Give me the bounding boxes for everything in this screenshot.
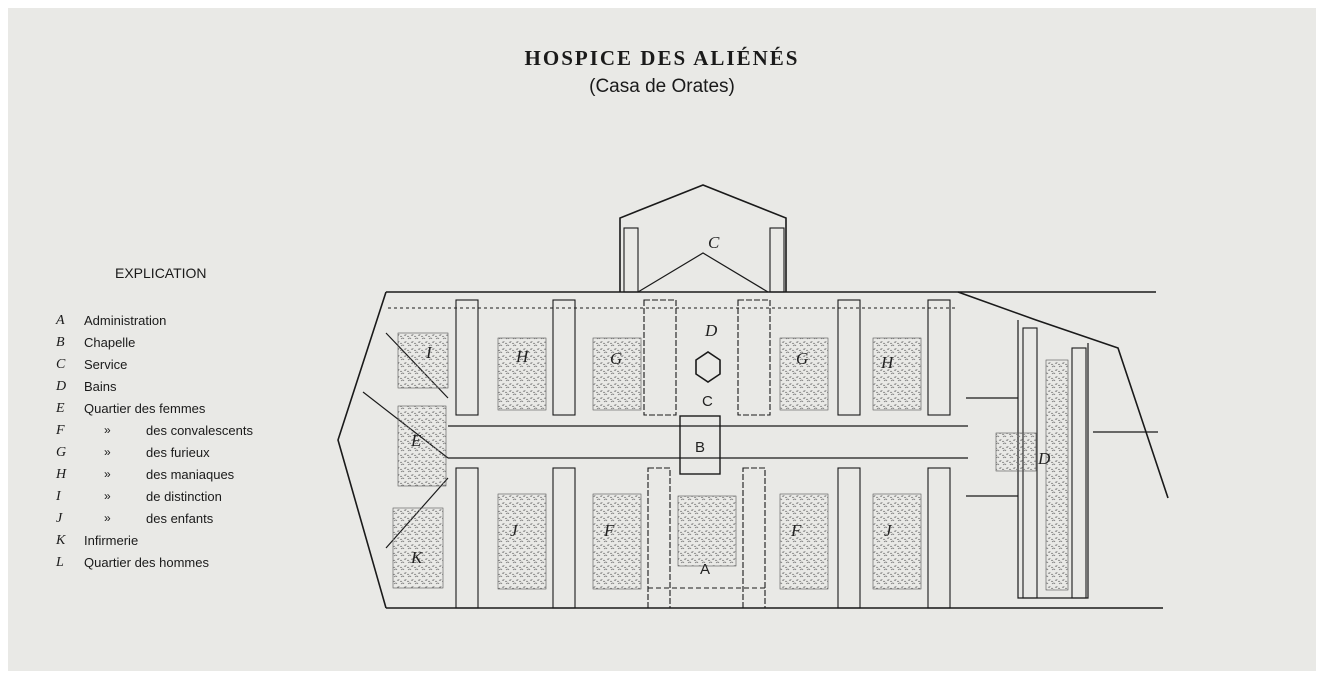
legend-letter: C bbox=[56, 357, 66, 372]
legend-ditto-mark: » bbox=[104, 445, 111, 459]
courtyards bbox=[392, 332, 1069, 591]
wings bbox=[455, 227, 1087, 609]
legend-ditto-mark: » bbox=[104, 511, 111, 525]
plan-label-chapel-wing: C bbox=[708, 233, 720, 252]
legend-letter: F bbox=[56, 423, 65, 438]
legend-letter: D bbox=[56, 379, 67, 394]
legend-letter: J bbox=[56, 511, 63, 526]
legend-label: Chapelle bbox=[84, 335, 136, 350]
legend-letter: E bbox=[56, 401, 65, 416]
legend-ditto-mark: » bbox=[104, 467, 111, 481]
legend-letter: H bbox=[56, 467, 67, 482]
legend-label: des convalescents bbox=[146, 423, 253, 438]
legend-label: des maniaques bbox=[146, 467, 235, 482]
legend-ditto-mark: » bbox=[104, 423, 111, 437]
legend-letter: A bbox=[56, 313, 65, 328]
legend-label: Quartier des hommes bbox=[84, 555, 209, 570]
plan-label-court-lower-2: F bbox=[603, 521, 615, 540]
legend-label: Administration bbox=[84, 313, 167, 328]
plan-label-court-upper-1: I bbox=[425, 343, 433, 362]
plan-label-east-baths: D bbox=[1037, 449, 1051, 468]
plan-labels: C D C B A I H G G H J F F J E K D bbox=[410, 233, 1051, 578]
plan-label-court-upper-4: G bbox=[796, 349, 808, 368]
legend-ditto-mark: » bbox=[104, 489, 111, 503]
plan-label-west-court: E bbox=[410, 431, 422, 450]
plan-label-chapel: B bbox=[695, 439, 705, 456]
plan-label-baths-center: D bbox=[704, 321, 718, 340]
legend-letter: G bbox=[56, 445, 67, 460]
floor-plan: C D C B A I H G G H J F F J E K D bbox=[337, 184, 1169, 609]
legend-letter: B bbox=[56, 335, 65, 350]
legend-letter: I bbox=[56, 489, 61, 504]
plan-label-court-upper-2: H bbox=[515, 347, 530, 366]
plan-subtitle: (Casa de Orates) bbox=[589, 76, 735, 97]
plan-label-infirmary: K bbox=[410, 548, 424, 567]
plan-label-court-lower-3: F bbox=[790, 521, 802, 540]
legend-letter: L bbox=[56, 555, 64, 570]
legend-title: EXPLICATION bbox=[115, 265, 207, 281]
legend-letter: K bbox=[56, 533, 66, 548]
plan-label-court-lower-1: J bbox=[510, 521, 519, 540]
plan-sheet: HOSPICE DES ALIÉNÉS (Casa de Orates) EXP… bbox=[8, 8, 1316, 671]
plan-label-court-upper-3: G bbox=[610, 349, 622, 368]
legend-label: Bains bbox=[84, 379, 117, 394]
plan-label-service-center: C bbox=[702, 393, 713, 410]
legend-label: Quartier des femmes bbox=[84, 401, 206, 416]
plan-label-court-lower-4: J bbox=[884, 521, 893, 540]
plan-label-court-upper-5: H bbox=[880, 353, 895, 372]
legend-label: des enfants bbox=[146, 511, 214, 526]
legend-label: Service bbox=[84, 357, 128, 372]
plan-label-administration: A bbox=[700, 561, 710, 578]
legend-label: de distinction bbox=[146, 489, 222, 504]
legend-label: des furieux bbox=[146, 445, 210, 460]
plan-title: HOSPICE DES ALIÉNÉS bbox=[524, 46, 800, 70]
plan-outline bbox=[337, 184, 1169, 609]
legend-label: Infirmerie bbox=[84, 533, 139, 548]
